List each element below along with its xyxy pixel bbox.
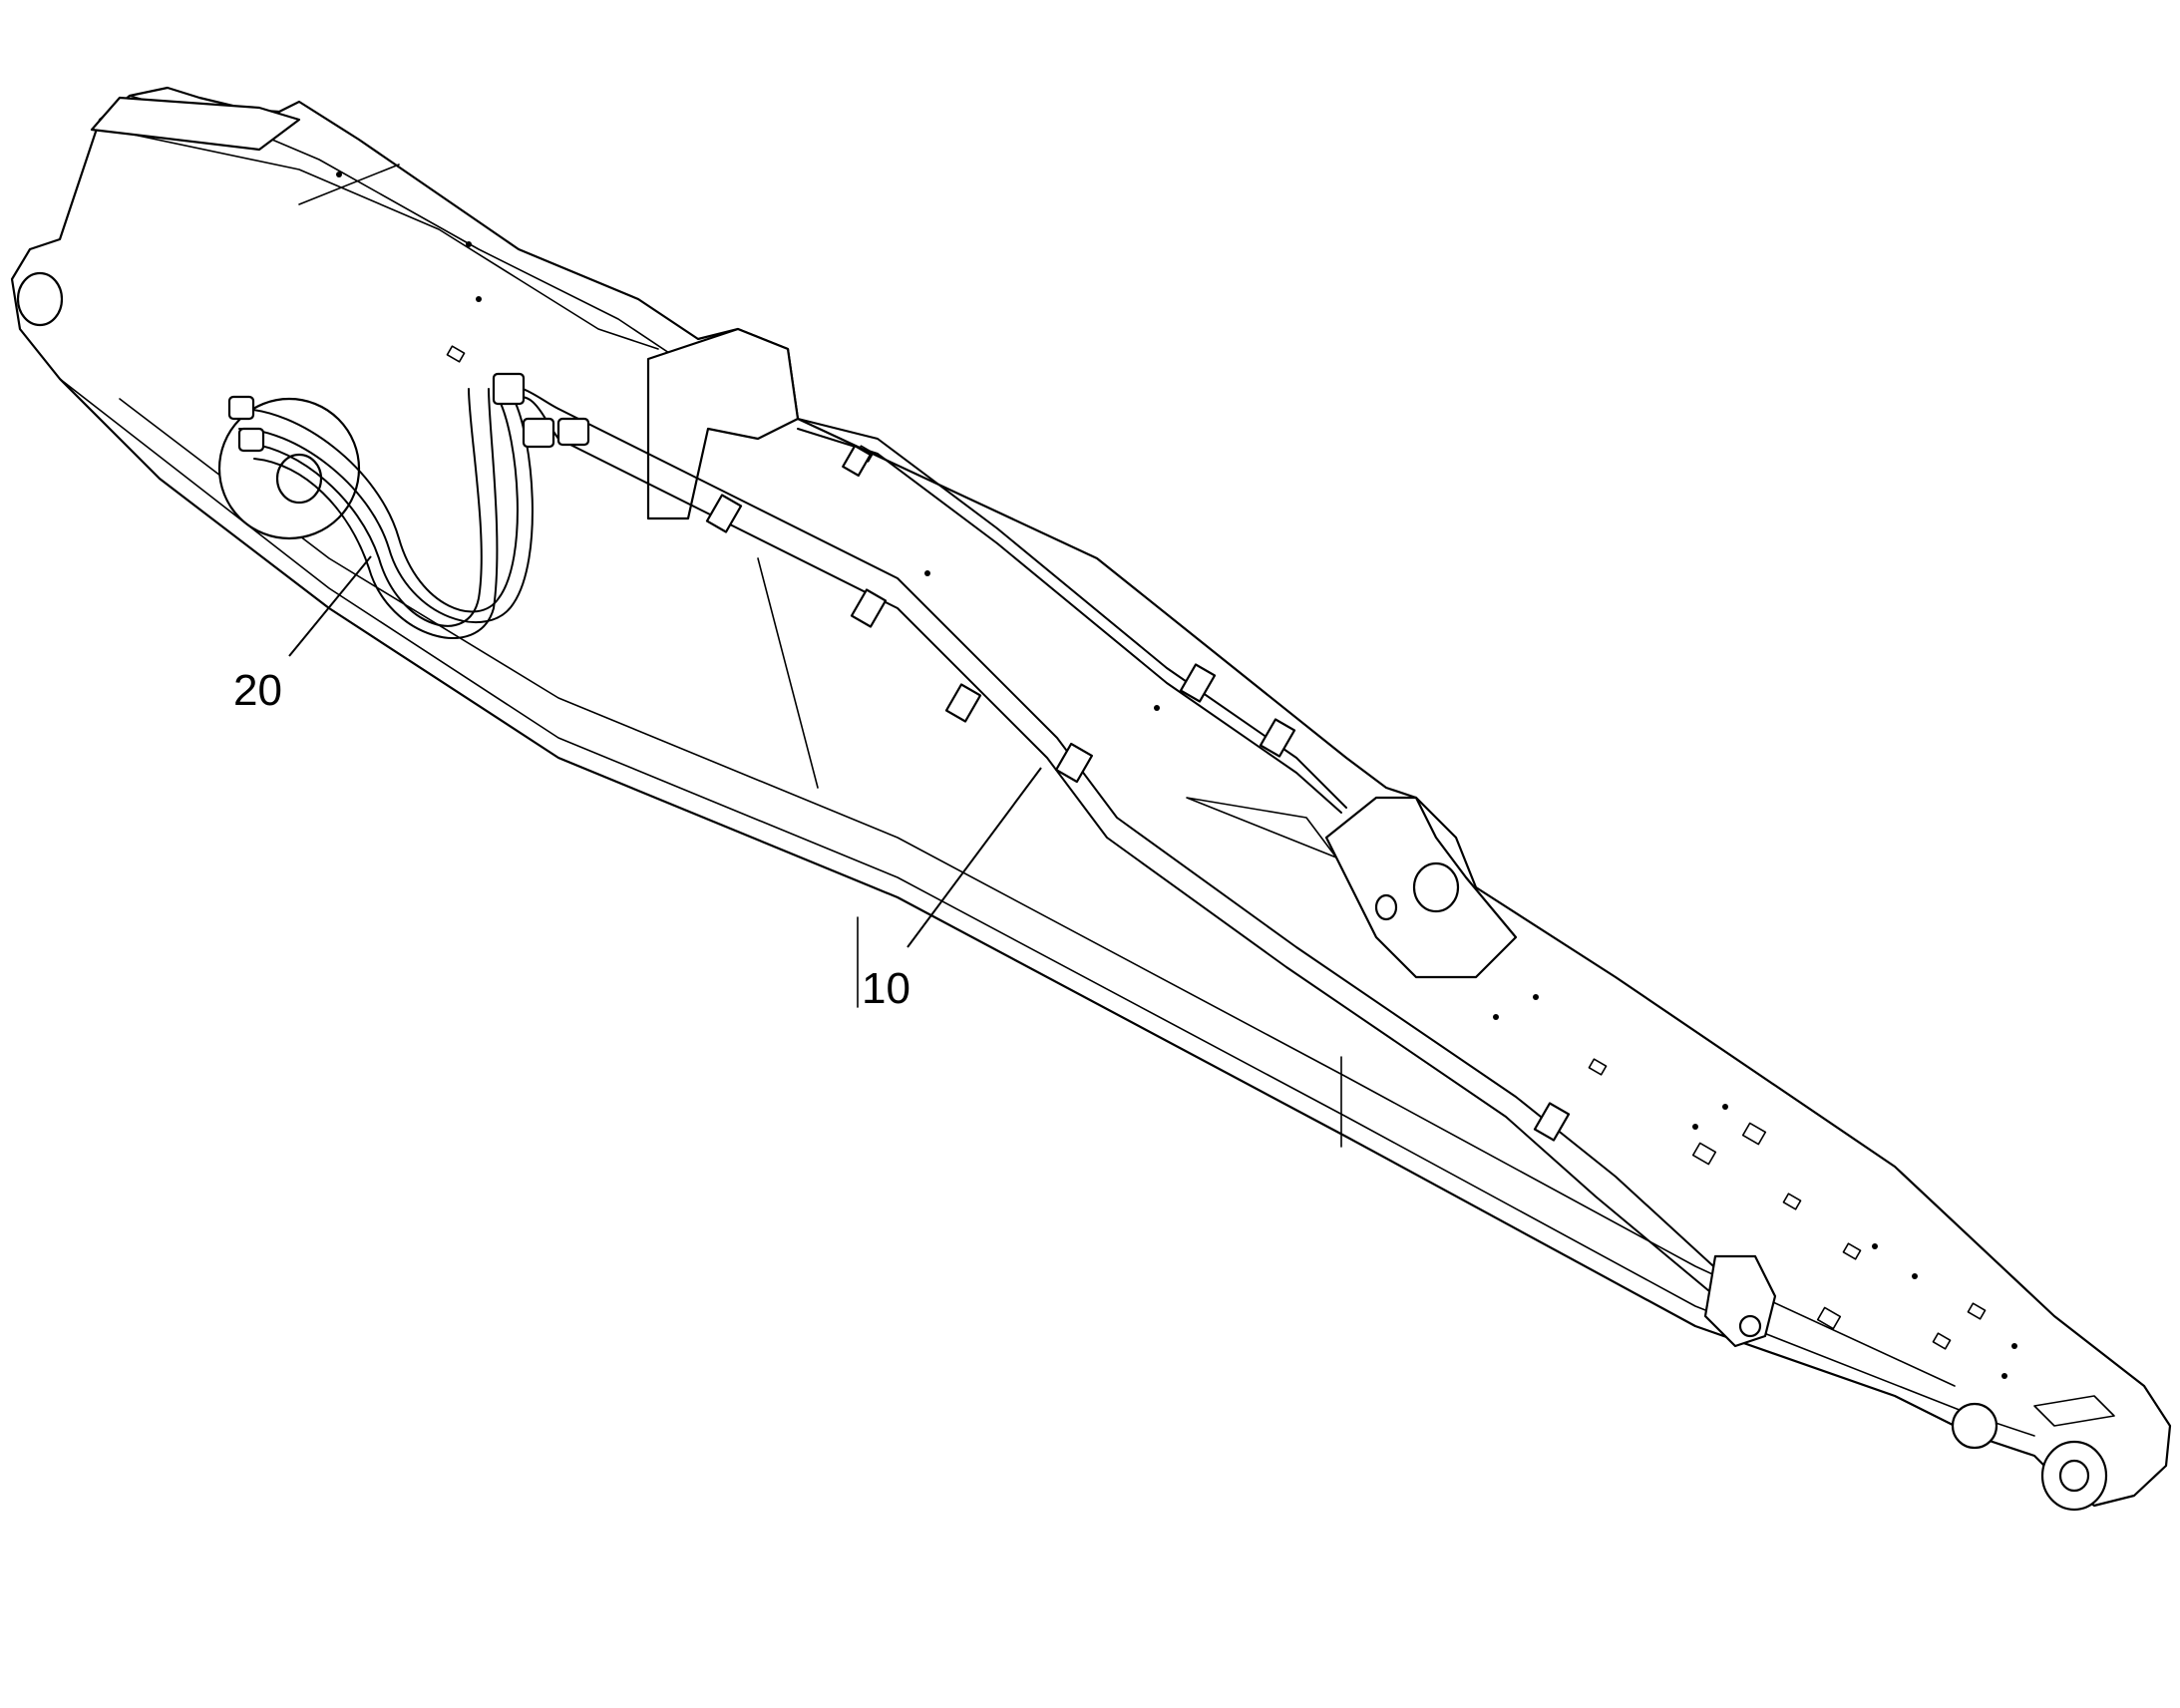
hose-outer-inner bbox=[238, 398, 534, 624]
front-bracket-hole bbox=[1412, 861, 1460, 913]
front-bracket-hole-2 bbox=[1374, 893, 1398, 921]
hose-inner bbox=[248, 388, 483, 627]
nose-side-boss bbox=[1951, 1402, 1998, 1450]
hose-fitting-left-1 bbox=[227, 395, 255, 421]
boom-lower-flange bbox=[59, 378, 2035, 1437]
nose-pin-hole bbox=[2058, 1459, 2090, 1493]
boom-outline bbox=[10, 86, 2172, 1508]
boom-side-seam bbox=[757, 557, 1342, 1148]
boom-structure bbox=[10, 86, 2172, 1512]
mid-cross-box bbox=[646, 327, 800, 520]
boom-plate-seam bbox=[298, 164, 400, 205]
boom-lower-flange-2 bbox=[119, 398, 1956, 1387]
nose-top-plate bbox=[2033, 1395, 2115, 1427]
rear-pin-boss bbox=[16, 271, 64, 327]
pipe-main-lower bbox=[557, 438, 1716, 1297]
hose-inner-2 bbox=[253, 388, 499, 639]
pipe-upper-line bbox=[797, 418, 1347, 809]
pipe-upper-line-2 bbox=[797, 428, 1342, 814]
callout-20-label: 20 bbox=[233, 666, 282, 715]
hose-fitting-top-1 bbox=[492, 372, 526, 406]
hose-fitting-left-2 bbox=[237, 427, 265, 453]
callout-10-leader bbox=[907, 767, 1042, 948]
callout-10: 10 bbox=[862, 767, 1042, 1013]
front-gusset bbox=[1186, 797, 1337, 858]
callout-20: 20 bbox=[233, 555, 372, 715]
callout-20-leader bbox=[288, 555, 372, 657]
boom-head-frame bbox=[90, 96, 301, 152]
hose-fitting-top-2 bbox=[522, 417, 555, 449]
pipe-main-upper bbox=[557, 408, 1736, 1287]
hydraulic-pipe-assembly bbox=[557, 408, 1777, 1348]
pipe-clamps bbox=[705, 445, 1571, 1142]
cylinder-pin-hole bbox=[275, 453, 323, 505]
flexible-hose-assembly bbox=[227, 372, 590, 639]
boom-top-plate-line bbox=[109, 129, 659, 350]
pipe-end-fitting bbox=[1738, 1314, 1762, 1338]
bolt-dots bbox=[336, 171, 2017, 1379]
hose-outer bbox=[238, 398, 519, 613]
hose-fitting-top-3 bbox=[556, 417, 590, 447]
callout-10-label: 10 bbox=[862, 964, 910, 1013]
